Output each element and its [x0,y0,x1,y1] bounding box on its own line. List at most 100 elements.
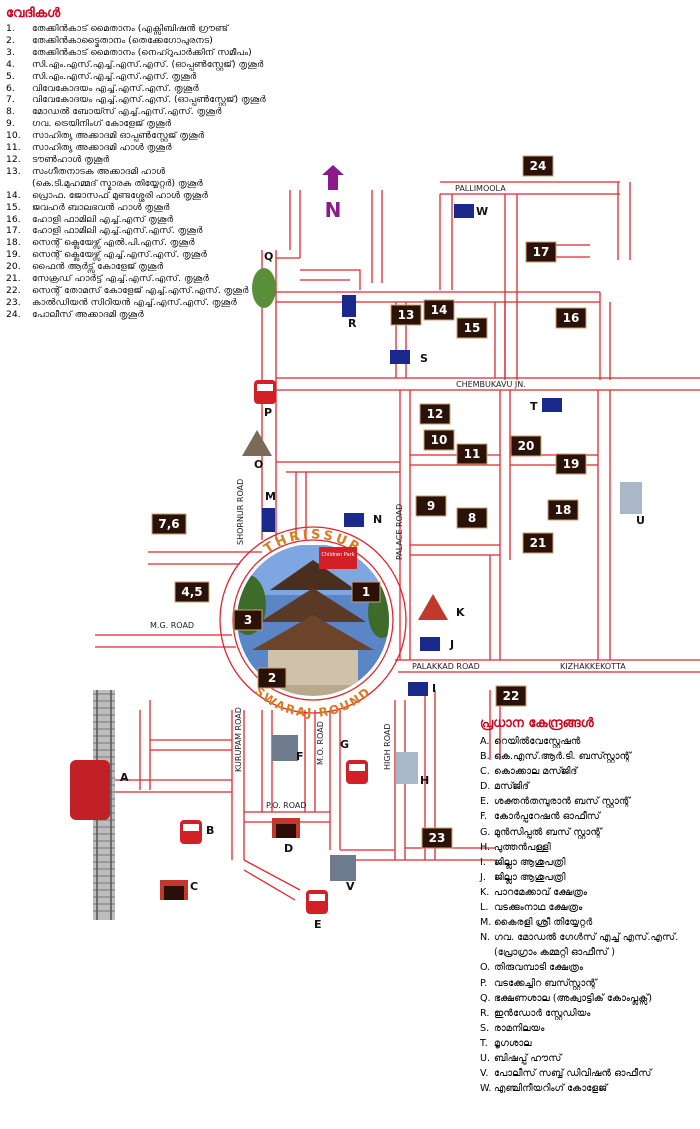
children-park-label: Children Park [321,552,354,558]
svg-text:16: 16 [563,311,580,325]
label-shornur-road: SHORNUR ROAD [236,479,245,545]
venue-number: 14. [6,189,21,201]
venue-item: 5.സി.എം.എസ്.എച്ച്.എസ്.എസ്. തൃശൂർ [6,71,306,83]
label-mo-road: M.O. ROAD [316,721,325,765]
venue-name: ഗവ. ട്രെയിനിംഗ് കോളേജ് തൃശൂർ [32,118,172,130]
venue-number: 24. [6,308,21,320]
center-name: തിരുവമ്പാടി ക്ഷേത്രം [494,962,583,974]
venue-box-21: 21 [522,532,554,554]
venue-name: (കെ.ടി.മുഹമ്മദ് സ്മാരക തിയ്യേറ്റർ) തൃശൂർ [32,177,203,189]
center-item: D.മസ്ജിദ് [480,779,695,794]
venue-name: സാഹിത്യ അക്കാദമി ഹാൾ തൃശൂർ [32,142,172,154]
center-key: M. [480,917,492,929]
venue-number: 5. [6,70,15,82]
center-key: A. [480,736,490,747]
svg-text:10: 10 [431,433,448,447]
svg-text:24: 24 [530,159,547,173]
center-name: മുൻസിപ്പൽ ബസ് സ്റ്റാന്റ് [494,826,602,838]
landmark-label: G [340,738,349,751]
center-item: J.ജില്ലാ ആശുപത്രി [480,870,695,885]
center-item: A.റെയിൽവേസ്റ്റേഷൻ [480,734,695,749]
center-key: L. [480,902,489,914]
temple-icon [242,430,272,456]
church-icon [620,482,642,514]
landmark-p: P [254,380,276,419]
center-key: W. [480,1083,492,1095]
venue-item: 12.ടൗൺഹാൾ തൃശൂർ [6,154,306,166]
venue-item: 16.ഹോളി ഫാമിലി എച്ച്.എസ് തൃശൂർ [6,214,306,226]
venue-box-19: 19 [555,453,587,475]
venue-item: 9.ഗവ. ട്രെയിനിംഗ് കോളേജ് തൃശൂർ [6,118,306,130]
temple-icon [418,594,448,620]
center-name: കെ.എസ്.ആർ.ടി. ബസ്സ്റ്റാന്റ് [494,751,631,763]
swaraj-round: THRISSUR SWARAJ ROUND Children Park [219,526,407,720]
venue-name: ഹോളി ഫാമിലി എച്ച്.എസ് തൃശൂർ [32,213,174,225]
venue-box-2: 2 [257,667,287,689]
center-key: P. [480,977,488,989]
landmark-e: E [306,890,328,931]
venue-box-13: 13 [390,304,422,326]
venue-name: തേക്കിൻകാട് മൈതാനം (നെഹ്റുപാർക്കിന് സമീപ… [32,46,252,58]
center-item: U.ബിഷപ്പ് ഹൗസ് [480,1051,695,1066]
building-marker-icon [408,682,428,696]
center-name: ബിഷപ്പ് ഹൗസ് [494,1052,562,1064]
svg-text:11: 11 [464,447,481,461]
center-key: U. [480,1052,491,1064]
center-item: Q.ഭക്ഷണശാല (അക്വാട്ടിക് കോംപ്ലക്സ്) [480,991,695,1006]
venue-name: തേക്കിൻകാട്മൈതാനം (തെക്കേഗോപുരനട) [32,34,213,46]
svg-text:23: 23 [429,831,446,845]
center-item: C.കൊക്കാല മസ്ജിദ് [480,764,695,779]
svg-text:21: 21 [530,536,547,550]
svg-text:3: 3 [244,613,252,627]
church-icon [396,752,418,784]
landmark-label: N [373,513,382,526]
bus-icon [254,380,276,404]
venue-number: 18. [6,237,21,249]
venue-name: സെന്റ് തോമസ് കോളേജ് എച്ച്.എസ്.എസ്. തൃശൂർ [32,284,249,296]
center-name: എഞ്ചിനീയറിംഗ് കോളേജ് [494,1083,608,1095]
north-label: N [325,198,342,222]
venue-name: സെന്റ് ക്ലെയേഴ്സ് എൽ.പി.എസ്. തൃശൂർ [32,237,195,249]
center-key: S. [480,1022,490,1034]
landmark-label: C [190,880,198,893]
venue-number: 6. [6,82,15,94]
svg-text:13: 13 [398,308,415,322]
landmark-a: A [70,760,129,820]
landmark-r: R [342,295,357,330]
center-item: H.പുത്തൻപള്ളി [480,840,695,855]
train-icon [70,760,110,820]
children-park-sign [319,547,357,569]
venue-item: 11.സാഹിത്യ അക്കാദമി ഹാൾ തൃശൂർ [6,142,306,154]
svg-text:7,6: 7,6 [158,517,179,531]
center-item: T.മൃഗശാല [480,1036,695,1051]
landmark-label: D [284,842,293,855]
venue-item: 17.ഹോളി ഫാമിലി എച്ച്.എസ്.എസ്. തൃശൂർ [6,225,306,237]
bus-icon [180,820,202,844]
landmark-label: Q [264,250,273,263]
road-labels: PALLIMOOLA CHEMBUKAVU JN. SHORNUR ROAD P… [150,184,626,810]
venue-name: പോലീസ് അക്കാദമി തൃശൂർ [32,308,144,320]
center-key: I. [480,856,486,868]
venue-box-23: 23 [421,827,453,849]
venue-item: 6.വിവേകോദയം എച്ച്.എസ്.എസ്. തൃശൂർ [6,83,306,95]
venue-number: 13. [6,165,21,177]
venue-name: ജവഹർ ബാലഭവൻ ഹാൾ തൃശൂർ [32,201,170,213]
landmark-label: T [530,400,538,413]
venue-box-18: 18 [547,499,579,521]
venue-number: 17. [6,225,21,237]
svg-text:2: 2 [268,671,276,685]
landmark-label: M [265,490,276,503]
landmark-b: B [180,820,214,844]
venue-item: 19.സെന്റ് ക്ലെയേഴ്സ് എച്ച്.എസ്.എസ്. തൃശൂ… [6,249,306,261]
venue-number: 8. [6,106,15,118]
center-item: P.വടക്കേച്ചിറ ബസ്സ്റ്റാന്റ് [480,976,695,991]
center-item: S.രാമനിലയം [480,1021,695,1036]
venue-number: 15. [6,201,21,213]
office-icon [330,855,356,881]
label-kurupam-road: KURUPAM ROAD [234,707,243,772]
center-key: V. [480,1068,489,1080]
venue-number: 3. [6,46,15,58]
center-key: D. [480,781,491,793]
center-name: ജില്ലാ ആശുപത്രി [494,856,566,868]
